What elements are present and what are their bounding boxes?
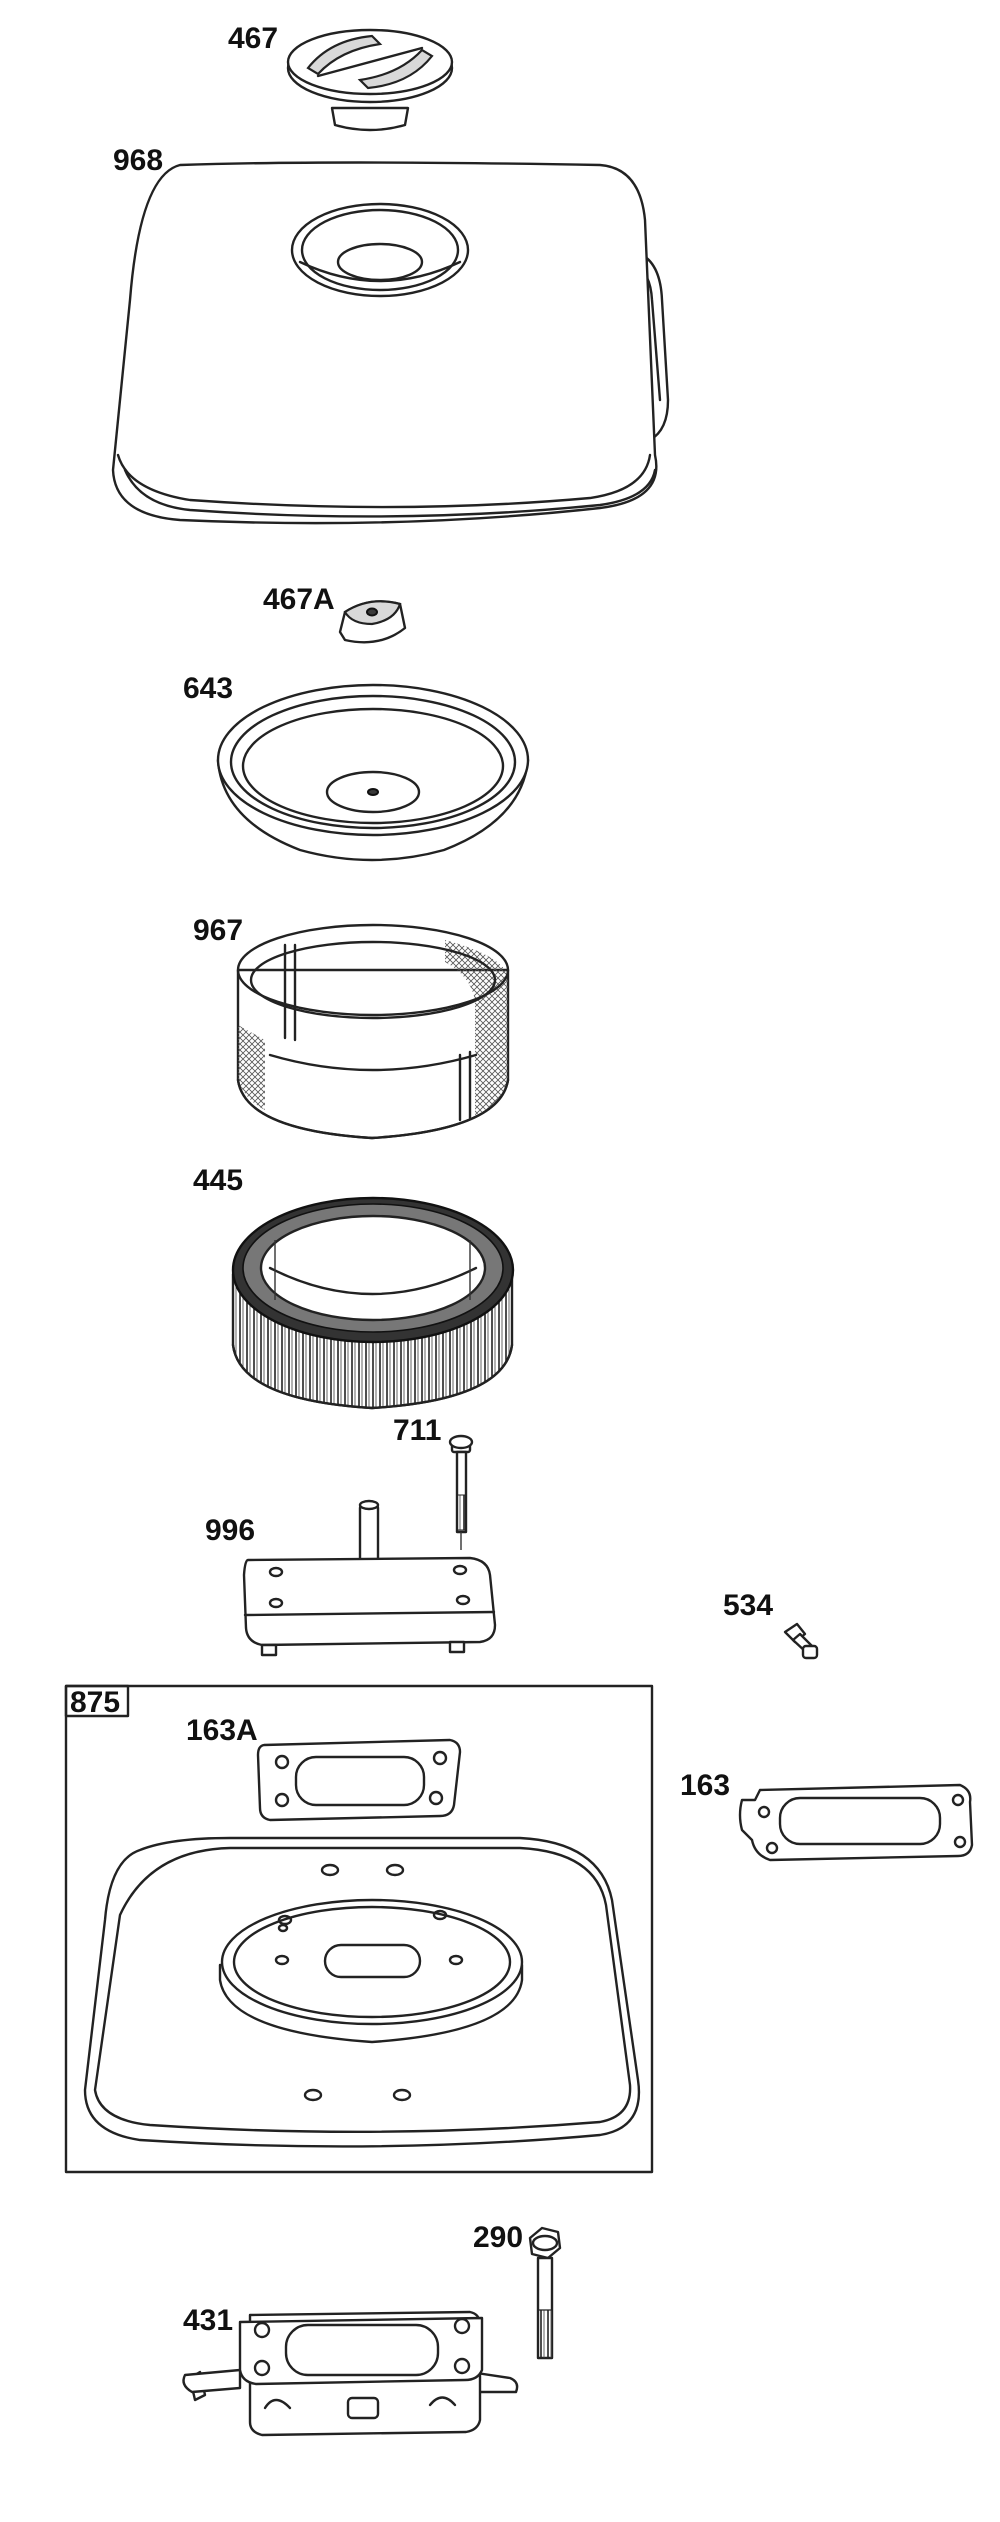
label-534: 534 — [723, 1589, 773, 1622]
part-163-gasket — [738, 1783, 974, 1862]
label-431: 431 — [183, 2304, 233, 2337]
part-711-bolt — [448, 1434, 474, 1550]
part-467A-wing-nut — [338, 600, 407, 644]
label-967: 967 — [193, 914, 243, 947]
label-290: 290 — [473, 2221, 523, 2254]
label-467: 467 — [228, 22, 278, 55]
label-467A: 467A — [263, 583, 335, 616]
part-431-adapter — [182, 2310, 519, 2437]
part-labels: 467 968 467A 643 967 445 711 996 534 875… — [70, 22, 773, 2337]
label-643: 643 — [183, 672, 233, 705]
label-968: 968 — [113, 144, 163, 177]
label-996: 996 — [205, 1514, 255, 1547]
part-643-dish — [216, 683, 530, 862]
part-290-bolt — [528, 2226, 562, 2360]
part-968-cover — [111, 161, 670, 525]
label-445: 445 — [193, 1164, 243, 1197]
part-163A-gasket — [256, 1738, 462, 1822]
label-163A: 163A — [186, 1714, 258, 1747]
part-445-filter — [231, 1196, 515, 1410]
label-875: 875 — [70, 1686, 120, 1719]
part-467-knob — [286, 28, 454, 132]
part-534-screw — [783, 1622, 819, 1660]
part-875-kit-box — [64, 1684, 654, 2174]
label-163: 163 — [680, 1769, 730, 1802]
part-996-base-plate — [242, 1499, 497, 1657]
part-967-precleaner — [236, 923, 510, 1140]
part-875-base — [83, 1836, 641, 2148]
label-711: 711 — [393, 1414, 441, 1447]
